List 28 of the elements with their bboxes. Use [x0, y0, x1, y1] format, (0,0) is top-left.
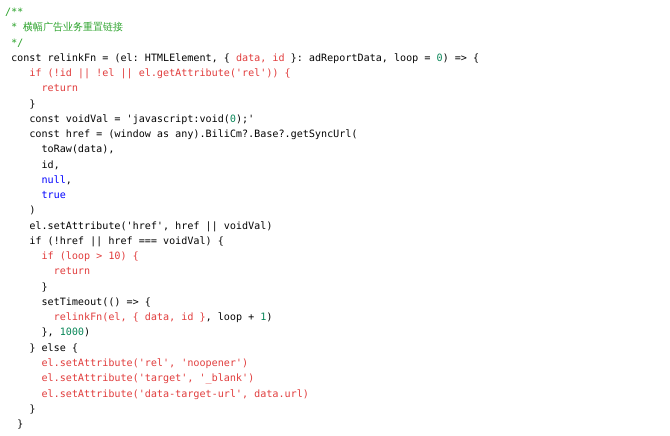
code-line: if (!id || !el || el.getAttribute('rel')) { — [29, 67, 291, 82]
code-line: return — [54, 265, 90, 280]
code-line: } — [29, 402, 36, 417]
code-line: const voidVal = 'javascript:void(0);' — [29, 112, 254, 127]
code-line: toRaw(data), — [41, 143, 114, 158]
code-line: const relinkFn = (el: HTMLElement, { data, id }: adReportData, loop = 0) => { — [11, 52, 480, 66]
code-line: el.setAttribute('data-target-url', data.url) — [41, 388, 309, 402]
code-line: el.setAttribute('href', href || voidVal) — [29, 220, 272, 234]
code-line: id, — [41, 158, 60, 173]
code-line: ) — [29, 204, 36, 218]
code-line: }, 1000) — [41, 326, 90, 340]
code-line: if (!href || href === voidVal) { — [29, 234, 224, 249]
code-comment: * 横幅广告业务重置链接 — [11, 20, 124, 36]
code-line: } — [17, 418, 24, 432]
code-line: } else { — [29, 342, 78, 356]
code-line: return — [41, 82, 78, 96]
code-line: null, — [41, 174, 72, 188]
code-line: el.setAttribute('rel', 'noopener') — [41, 356, 248, 371]
code-line: if (loop > 10) { — [41, 250, 139, 264]
code-line: setTimeout(() => { — [41, 296, 151, 310]
code-line: } — [41, 280, 48, 295]
code-comment: /** — [5, 6, 24, 20]
code-comment: */ — [11, 36, 24, 51]
code-line: relinkFn(el, { data, id }, loop + 1) — [54, 311, 272, 326]
code-line: const href = (window as any).BiliCm?.Base?.getSyncUrl( — [29, 128, 358, 142]
code-line: true — [41, 189, 66, 204]
code-line: } — [29, 98, 36, 112]
code-line: el.setAttribute('target', '_blank') — [41, 372, 254, 386]
